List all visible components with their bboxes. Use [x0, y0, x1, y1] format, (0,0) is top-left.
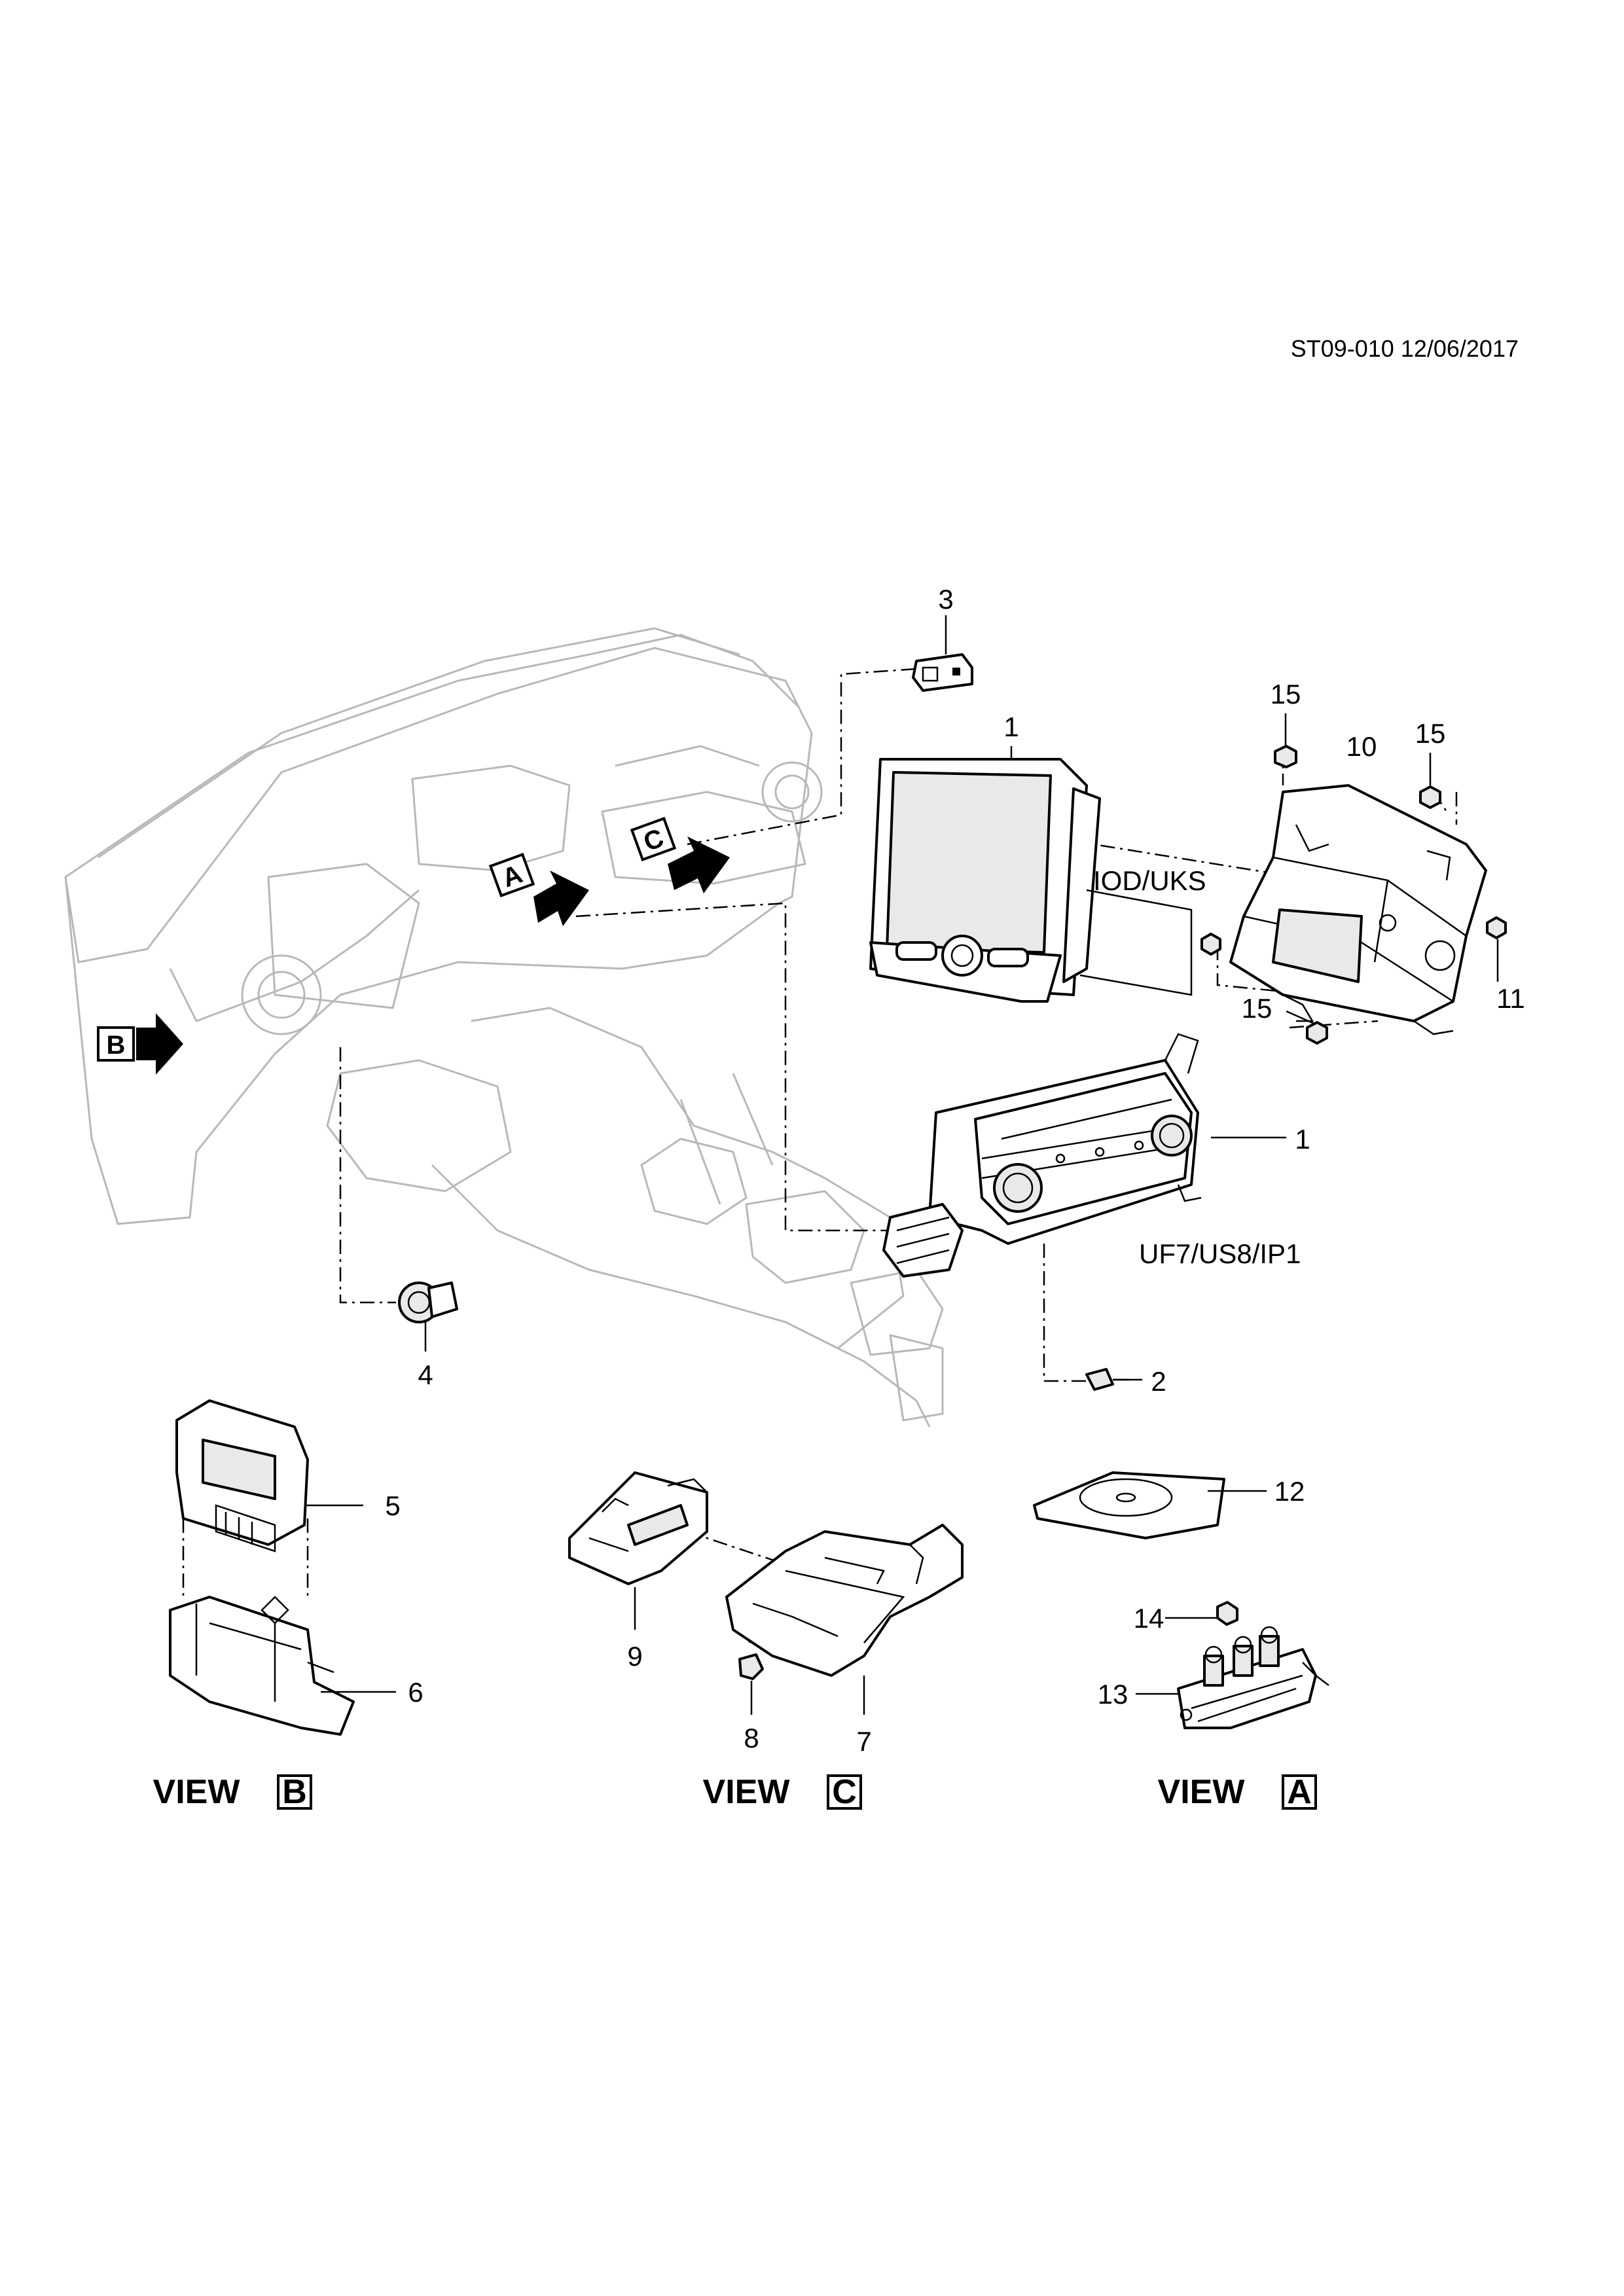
view-arrow-a: A [488, 852, 589, 926]
part-13-aux-panel [1136, 1626, 1329, 1729]
callout-5: 5 [385, 1490, 400, 1521]
part-15-nut-a [1274, 713, 1297, 768]
svg-text:C: C [832, 1773, 857, 1811]
callout-7: 7 [856, 1726, 871, 1757]
option-code-display: IOD/UKS [1093, 865, 1206, 896]
callout-8: 8 [744, 1723, 759, 1753]
part-15-nut-b [1419, 753, 1441, 809]
svg-text:VIEW: VIEW [703, 1773, 791, 1811]
view-c-title: VIEW C [703, 1773, 862, 1811]
part-15-nut-c [1286, 1010, 1328, 1045]
part-7-tray [725, 1524, 964, 1715]
part-3-switch [912, 615, 973, 692]
svg-text:B: B [107, 1031, 126, 1060]
view-arrow-b: B [97, 1013, 183, 1075]
instrument-panel-outline [64, 627, 944, 1427]
callout-15-b: 15 [1415, 718, 1446, 749]
svg-text:VIEW: VIEW [153, 1773, 241, 1811]
part-2-screw [1085, 1368, 1142, 1391]
option-code-control: UF7/US8/IP1 [1139, 1238, 1301, 1269]
callout-15-a: 15 [1271, 679, 1301, 709]
part-11-nut [1486, 916, 1507, 982]
part-8-clip [738, 1653, 764, 1715]
part-9-module [568, 1471, 708, 1630]
view-a-title: VIEW A [1158, 1773, 1317, 1811]
part-14-cap [1165, 1601, 1238, 1626]
part-10-bracket [1229, 784, 1487, 1035]
part-4-connector [398, 1282, 458, 1352]
callout-3: 3 [938, 584, 953, 615]
callout-1-display: 1 [1003, 711, 1019, 742]
svg-text:VIEW: VIEW [1158, 1773, 1246, 1811]
part-15-nut-d [1200, 933, 1221, 956]
callout-9: 9 [627, 1641, 642, 1672]
view-b-title: VIEW B [153, 1773, 312, 1811]
callout-14: 14 [1134, 1603, 1164, 1634]
part-6-bracket [169, 1596, 396, 1736]
callout-10: 10 [1346, 731, 1377, 762]
callout-13: 13 [1098, 1679, 1128, 1710]
callout-6: 6 [408, 1677, 423, 1708]
callout-15-c: 15 [1242, 993, 1272, 1024]
part-1-display-unit [869, 746, 1193, 1003]
drawing-reference: ST09-010 12/06/2017 [1291, 335, 1519, 362]
svg-text:A: A [1287, 1773, 1312, 1811]
view-arrow-c: C [630, 816, 730, 893]
part-1-control-panel [882, 1033, 1286, 1278]
callout-11: 11 [1496, 983, 1525, 1014]
callout-2: 2 [1151, 1366, 1166, 1397]
callout-12: 12 [1274, 1476, 1305, 1507]
svg-text:B: B [282, 1773, 307, 1811]
callout-4: 4 [418, 1359, 433, 1390]
reference-lines [182, 668, 1458, 1643]
part-5-module [175, 1399, 363, 1552]
callout-labels: 3 1 15 10 15 11 15 1 2 4 5 6 9 8 7 12 14… [385, 584, 1525, 1757]
part-12-disc [1033, 1471, 1267, 1539]
callout-1-control: 1 [1295, 1124, 1310, 1155]
